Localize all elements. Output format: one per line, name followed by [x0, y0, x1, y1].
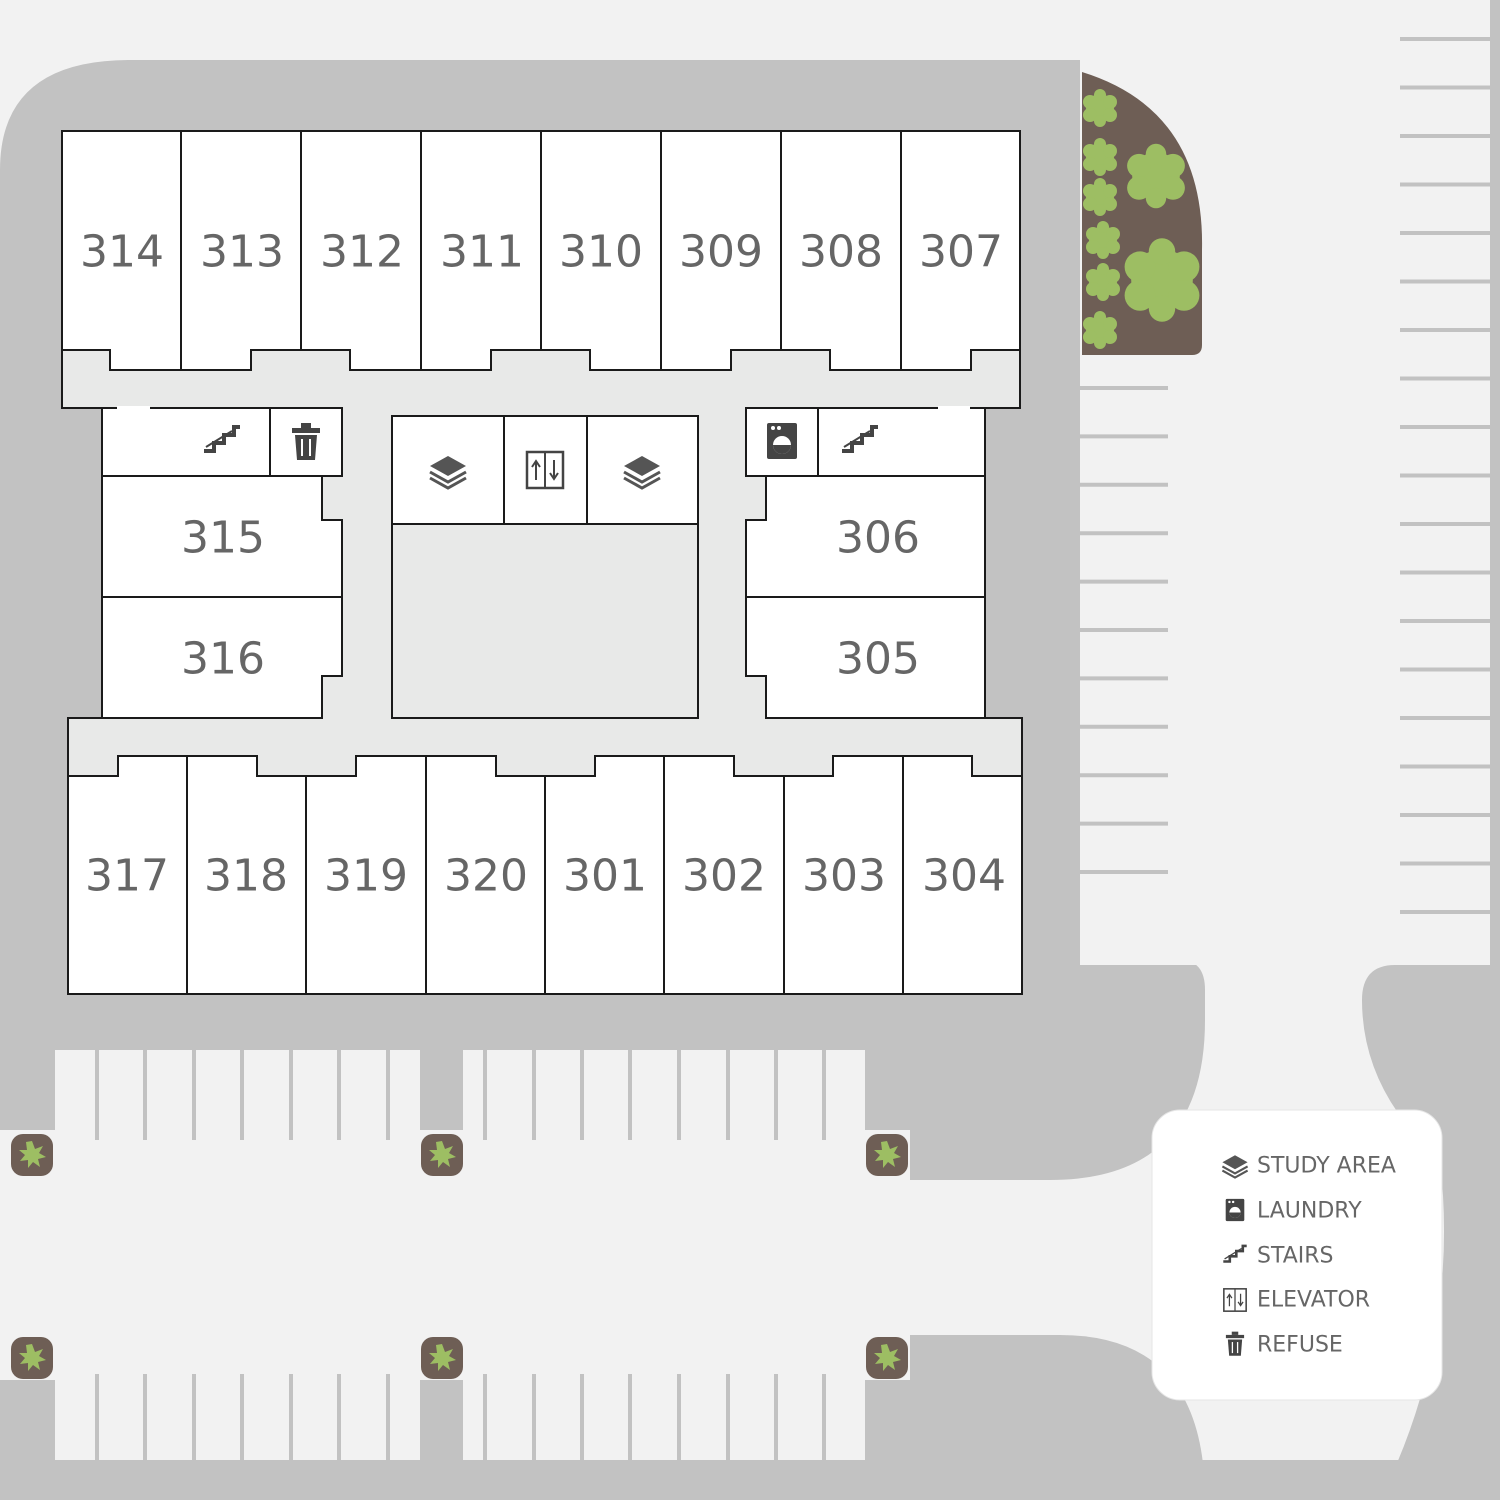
- unit-labels: 314 313 312 311 310 309 308 307 315 316 …: [80, 227, 1006, 902]
- legend-label: STAIRS: [1257, 1244, 1333, 1269]
- unit-label: 316: [181, 634, 265, 685]
- unit-label: 308: [799, 227, 883, 278]
- legend-item-laundry: LAUNDRY: [1225, 1198, 1362, 1224]
- stairs-east-room[interactable]: [817, 407, 986, 477]
- unit-label: 306: [836, 513, 920, 564]
- laundry-icon: [767, 423, 797, 459]
- legend-item-study-area: STUDY AREA: [1221, 1154, 1396, 1179]
- laundry-icon: [1225, 1198, 1245, 1222]
- unit-label: 310: [559, 227, 643, 278]
- legend-item-refuse: REFUSE: [1225, 1331, 1343, 1358]
- legend-item-elevator: ELEVATOR: [1223, 1288, 1370, 1313]
- stairs-west-room[interactable]: [101, 407, 271, 477]
- unit-label: 313: [200, 227, 284, 278]
- unit-307[interactable]: [900, 130, 1021, 371]
- unit-304[interactable]: [902, 755, 1023, 995]
- unit-label: 320: [444, 851, 528, 902]
- unit-label: 311: [440, 227, 524, 278]
- unit-label: 319: [324, 851, 408, 902]
- unit-label: 302: [682, 851, 766, 902]
- unit-label: 304: [922, 851, 1006, 902]
- legend-panel: [1151, 1109, 1443, 1401]
- unit-label: 317: [85, 851, 169, 902]
- landscape-planter: [1082, 72, 1203, 355]
- legend-label: REFUSE: [1257, 1333, 1343, 1358]
- legend-label: LAUNDRY: [1257, 1199, 1362, 1224]
- unit-316[interactable]: [101, 596, 343, 719]
- legend-label: ELEVATOR: [1257, 1288, 1370, 1313]
- legend-label: STUDY AREA: [1257, 1154, 1396, 1179]
- unit-label: 309: [679, 227, 763, 278]
- unit-label: 303: [802, 851, 886, 902]
- unit-305[interactable]: [745, 596, 986, 719]
- parking-lots: [55, 0, 1500, 1462]
- legend-item-stairs: STAIRS: [1222, 1244, 1333, 1269]
- unit-label: 301: [563, 851, 647, 902]
- unit-label: 305: [836, 634, 920, 685]
- unit-label: 307: [919, 227, 1003, 278]
- courtyard: [391, 523, 699, 719]
- unit-label: 315: [181, 513, 265, 564]
- unit-label: 312: [320, 227, 404, 278]
- legend: STUDY AREA LAUNDRY STAIRS ELEVATOR REFUS…: [1151, 1109, 1443, 1401]
- unit-label: 314: [80, 227, 164, 278]
- unit-label: 318: [204, 851, 288, 902]
